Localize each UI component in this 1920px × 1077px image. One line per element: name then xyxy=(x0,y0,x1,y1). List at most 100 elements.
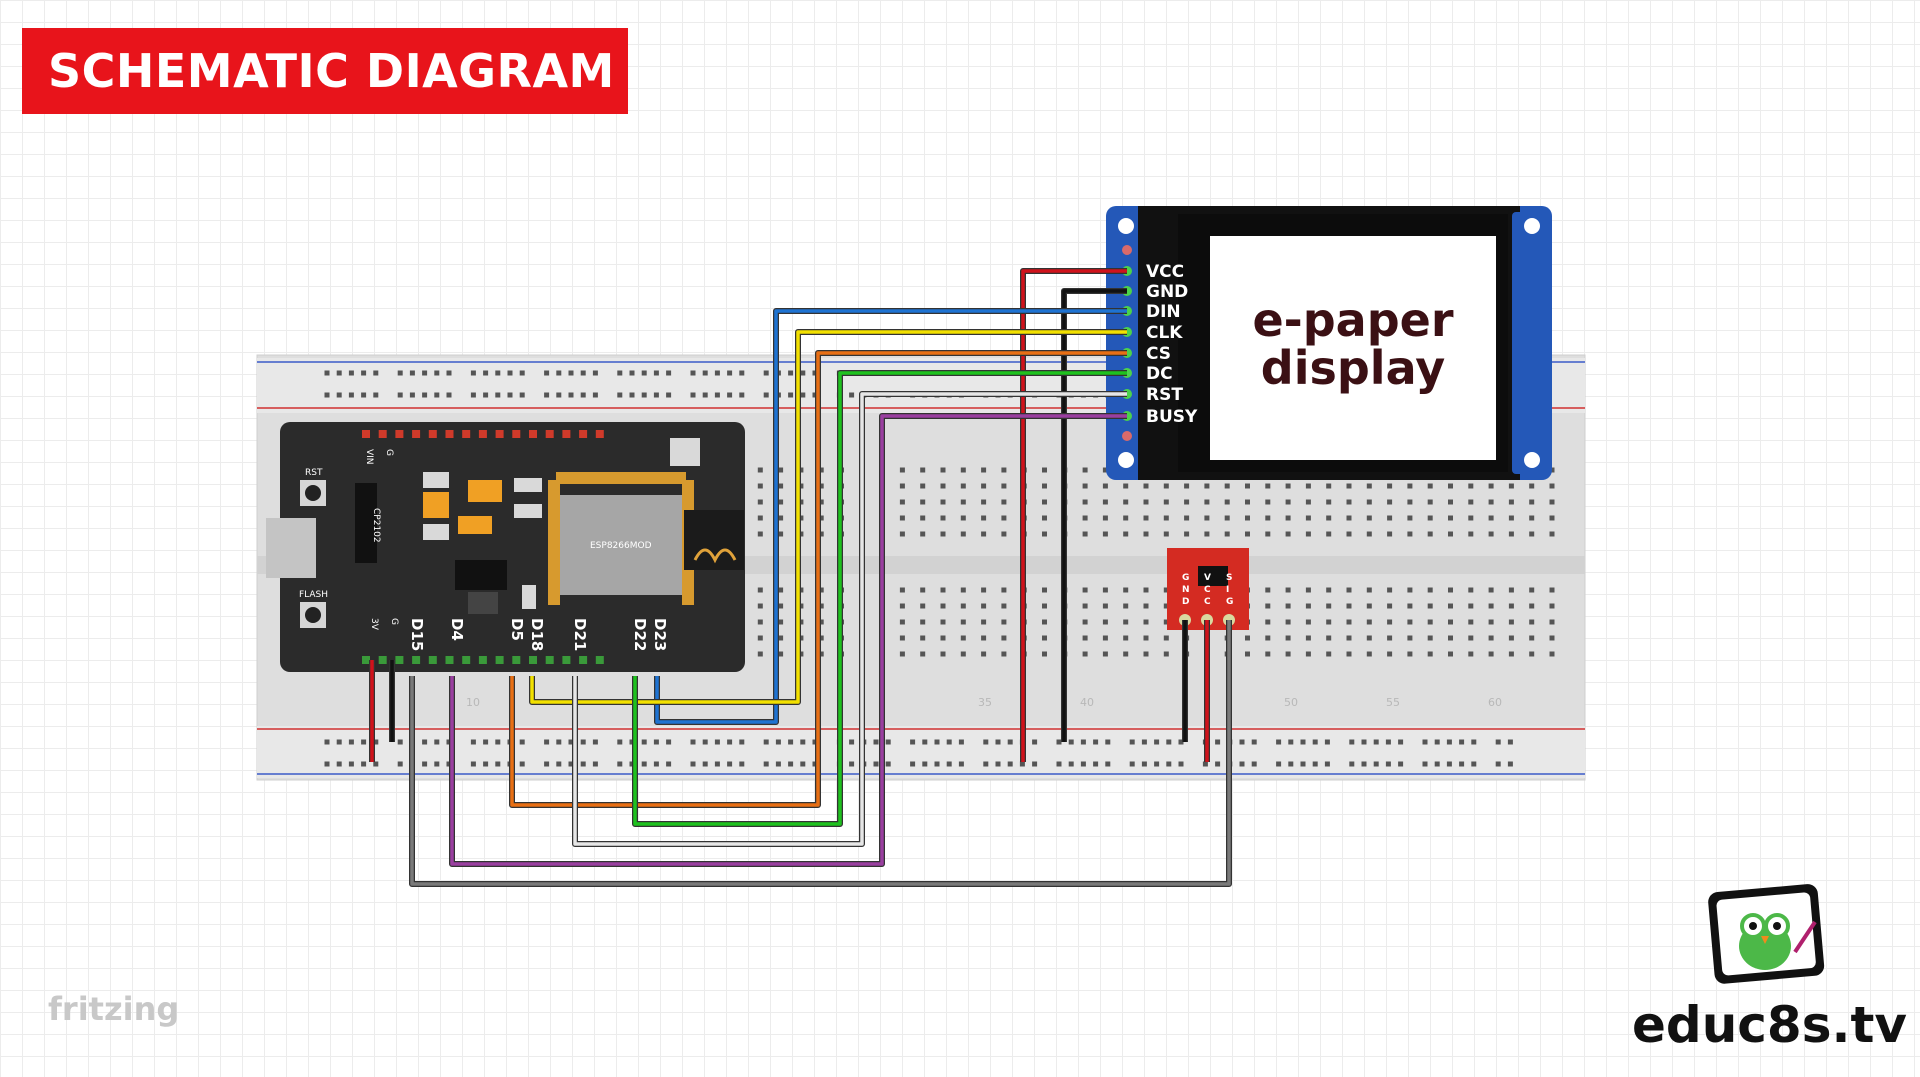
bb-hole xyxy=(775,761,781,767)
bb-hole xyxy=(1529,483,1535,489)
bb-hole xyxy=(818,483,824,489)
bb-hole xyxy=(1508,619,1514,625)
bb-hole xyxy=(727,392,733,398)
bb-hole xyxy=(1387,499,1393,505)
bb-hole xyxy=(1042,635,1047,641)
bb-hole xyxy=(690,761,696,767)
bb-hole xyxy=(940,531,946,537)
bb-hole xyxy=(1346,635,1352,641)
bb-hole xyxy=(757,635,763,641)
bb-hole xyxy=(995,761,1001,767)
bb-hole xyxy=(1143,531,1149,537)
bb-hole xyxy=(1468,515,1474,521)
bb-hole xyxy=(1285,515,1291,521)
sensor-pin-label: G xyxy=(1182,573,1189,583)
bb-hole xyxy=(1346,499,1352,505)
bb-hole xyxy=(1549,635,1555,641)
bb-hole xyxy=(727,761,733,767)
bb-hole xyxy=(920,515,926,521)
bb-hole xyxy=(1129,761,1135,767)
bb-hole xyxy=(818,619,824,625)
bb-hole xyxy=(1178,761,1184,767)
bb-hole xyxy=(1032,761,1038,767)
bb-hole xyxy=(592,739,598,745)
bb-hole xyxy=(1446,739,1452,745)
bb-hole xyxy=(580,392,586,398)
bb-hole xyxy=(1102,587,1108,593)
bb-hole xyxy=(885,739,891,745)
bb-hole xyxy=(778,635,784,641)
display-pin-label: RST xyxy=(1146,385,1183,405)
bb-hole xyxy=(1312,739,1318,745)
bb-hole xyxy=(470,370,476,376)
bb-hole xyxy=(1549,483,1555,489)
bb-hole xyxy=(1446,761,1452,767)
bb-hole xyxy=(1245,499,1250,505)
bb-hole xyxy=(1141,761,1147,767)
esp-pin-label: G xyxy=(389,618,399,625)
bb-hole xyxy=(1346,531,1352,537)
bb-hole xyxy=(1105,739,1111,745)
bb-hole xyxy=(1102,499,1108,505)
bb-hole xyxy=(1305,635,1311,641)
bb-hole xyxy=(1143,651,1149,657)
display-pin-label: DC xyxy=(1146,364,1173,384)
bb-hole xyxy=(397,370,403,376)
bb-hole xyxy=(981,635,987,641)
display-pin-label: DIN xyxy=(1146,302,1181,322)
bb-hole xyxy=(1434,739,1440,745)
bb-hole xyxy=(818,531,824,537)
flash-button-label: FLASH xyxy=(299,590,328,600)
bb-hole xyxy=(981,515,987,521)
bb-hole xyxy=(373,370,379,376)
fritzing-logo: fritzing xyxy=(48,990,180,1028)
bb-hole xyxy=(1508,515,1514,521)
bb-hole xyxy=(568,739,574,745)
bb-hole xyxy=(1529,619,1535,625)
bb-hole xyxy=(788,739,794,745)
bb-hole xyxy=(1398,739,1404,745)
bb-hole xyxy=(1019,761,1025,767)
bb-hole xyxy=(1163,483,1169,489)
bb-hole xyxy=(666,392,672,398)
esp-top-pin xyxy=(395,430,404,438)
bb-hole xyxy=(1366,499,1372,505)
bb-hole xyxy=(1361,761,1367,767)
bb-hole xyxy=(1346,619,1352,625)
bb-hole xyxy=(1007,739,1013,745)
bb-hole xyxy=(1305,483,1311,489)
bb-hole xyxy=(739,761,745,767)
bb-hole xyxy=(1468,603,1474,609)
bb-hole xyxy=(1366,619,1372,625)
bb-hole xyxy=(1468,483,1474,489)
bb-hole xyxy=(1082,587,1088,593)
bb-hole xyxy=(617,761,623,767)
bb-hole xyxy=(818,651,824,657)
bb-hole xyxy=(899,515,905,521)
bb-hole xyxy=(568,370,574,376)
bb-hole xyxy=(348,392,354,398)
bb-hole xyxy=(981,619,987,625)
bb-hole xyxy=(763,370,769,376)
bb-hole xyxy=(960,619,966,625)
bb-hole xyxy=(397,739,403,745)
bb-hole xyxy=(1093,739,1099,745)
bb-hole xyxy=(1285,483,1291,489)
bb-hole xyxy=(818,515,824,521)
bb-hole xyxy=(544,370,550,376)
bb-hole xyxy=(1326,587,1332,593)
bb-hole xyxy=(1224,499,1230,505)
bb-hole xyxy=(666,739,672,745)
bb-hole xyxy=(361,761,367,767)
bb-hole xyxy=(1123,499,1129,505)
bb-hole xyxy=(1082,483,1088,489)
bb-hole xyxy=(818,467,824,473)
bb-hole xyxy=(778,531,784,537)
bb-hole xyxy=(483,739,489,745)
bb-hole xyxy=(818,603,824,609)
bb-hole xyxy=(1123,515,1129,521)
bb-hole xyxy=(946,761,952,767)
